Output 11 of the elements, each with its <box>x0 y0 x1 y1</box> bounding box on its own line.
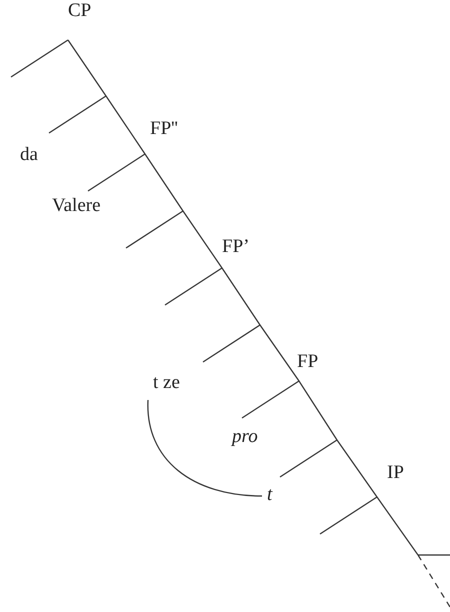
word-label: Valere <box>52 195 101 217</box>
word-label: t ze <box>153 372 180 394</box>
node-label: CP <box>68 0 92 22</box>
movement-arc <box>147 400 262 497</box>
word-label: pro <box>232 426 258 448</box>
node-label: FP <box>297 351 318 373</box>
node-label: FP'' <box>150 118 178 140</box>
node-label: IP <box>387 462 404 484</box>
word-label: da <box>20 144 38 166</box>
word-label: t <box>267 484 272 506</box>
node-label: FP’ <box>222 236 250 258</box>
